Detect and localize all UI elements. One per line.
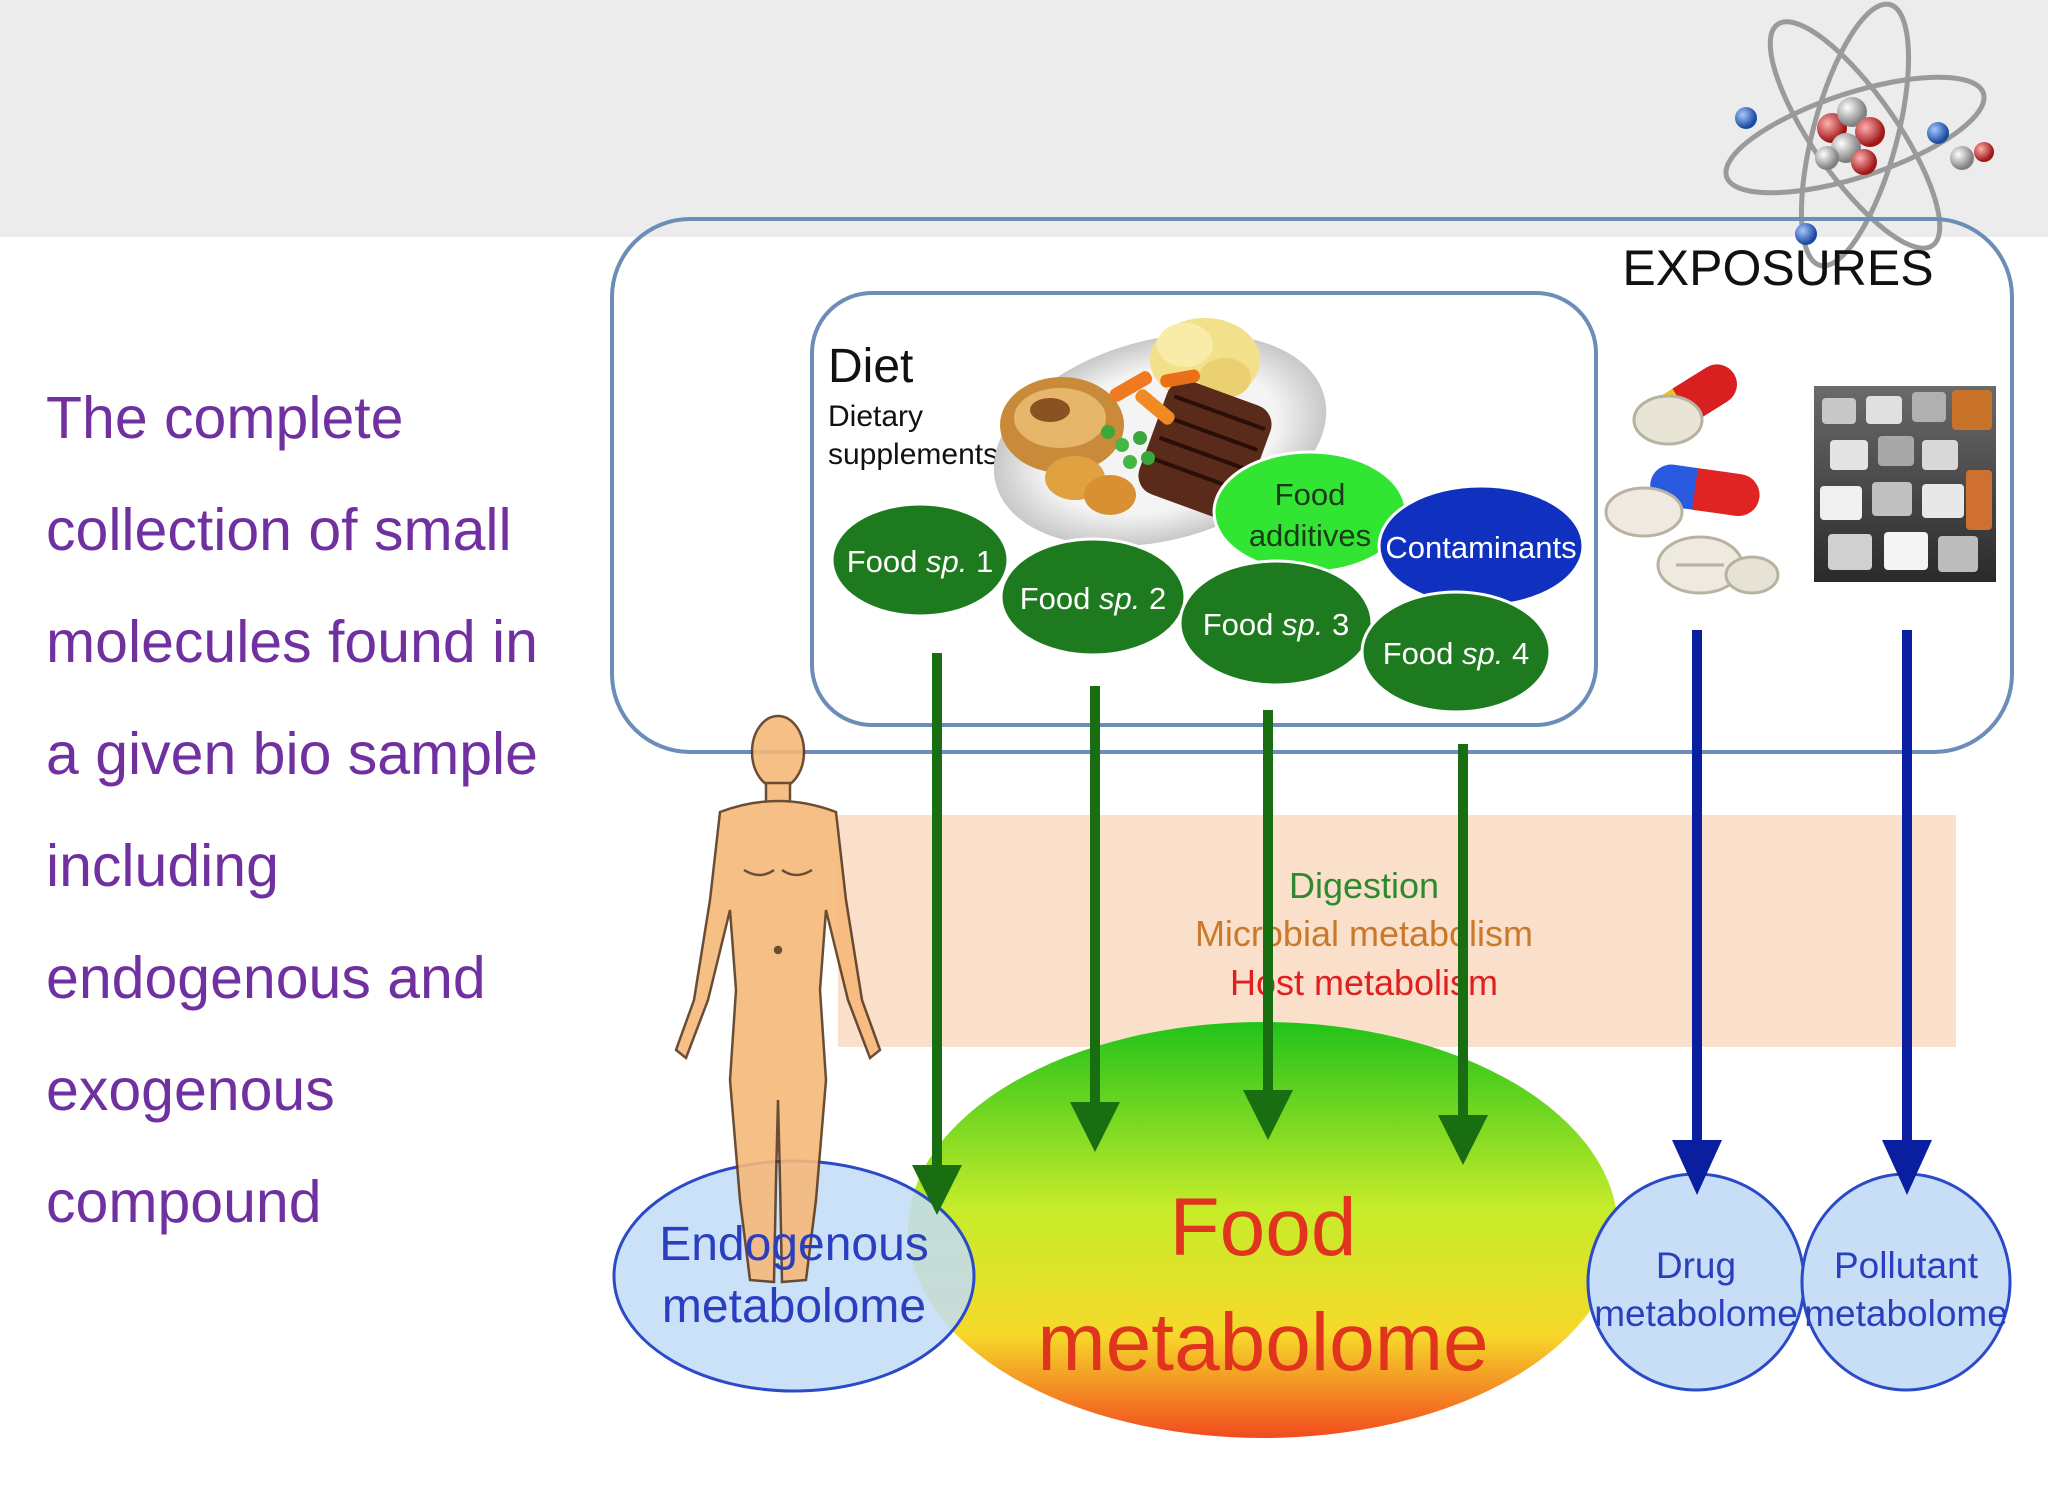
food-sp-2-italic: sp. (1099, 581, 1140, 616)
description-line: molecules found in (46, 609, 538, 675)
arrow-food-sp-3-head (1243, 1090, 1293, 1140)
description-line: compound (46, 1169, 322, 1235)
endogenous-metabolome-line1: Endogenous (659, 1218, 929, 1271)
food-sp-1-bubble (830, 502, 1010, 618)
arrow-pollutants-head (1882, 1140, 1932, 1195)
description-line: collection of small (46, 497, 512, 563)
food-sp-4-label: Food sp. 4 (1383, 636, 1530, 671)
food-sp-4-bubble (1360, 590, 1552, 714)
food-sp-2-suffix: 2 (1140, 581, 1166, 616)
arrow-food-sp-1-head (912, 1165, 962, 1215)
digestion-label: Digestion (1289, 865, 1439, 906)
food-additives-bubble (1212, 450, 1408, 574)
description-line: including (46, 833, 279, 899)
header-band (0, 0, 2048, 237)
food-additives-line2: additives (1249, 518, 1371, 553)
arrow-food-sp-4-head (1438, 1115, 1488, 1165)
diet-arrows (912, 653, 1488, 1215)
drug-metabolome-line1: Drug (1656, 1245, 1736, 1286)
food-additives-line1: Food (1275, 477, 1346, 512)
description-line: a given bio sample (46, 721, 538, 787)
microbial-metabolism-label: Microbial metabolism (1195, 913, 1533, 954)
food-sp-2-label: Food sp. 2 (1020, 581, 1167, 616)
food-sp-1-suffix: 1 (967, 544, 993, 579)
food-sp-2-prefix: Food (1020, 581, 1099, 616)
food-sp-2-bubble (999, 537, 1187, 657)
food-sp-4-italic: sp. (1462, 636, 1503, 671)
dietary-label: Dietary (828, 400, 923, 433)
food-sp-3-prefix: Food (1203, 607, 1282, 642)
food-metabolome-line2: metabolome (1037, 1297, 1488, 1388)
process-band (838, 815, 1956, 1047)
food-sp-3-suffix: 3 (1323, 607, 1349, 642)
food-sp-3-italic: sp. (1282, 607, 1323, 642)
description-line: The complete (46, 385, 404, 451)
exposure-arrows (1672, 630, 1932, 1195)
supplements-label: supplements (828, 438, 998, 471)
atom-icon (1723, 1, 1994, 269)
arrow-food-sp-2-head (1070, 1102, 1120, 1152)
drug-metabolome-line2: metabolome (1594, 1293, 1798, 1334)
food-metabolome-line1: Food (1170, 1182, 1357, 1273)
pollutant-metabolome-line1: Pollutant (1834, 1245, 1979, 1286)
traffic-image (1814, 386, 1996, 582)
food-sp-3-label: Food sp. 3 (1203, 607, 1350, 642)
arrow-drugs-head (1672, 1140, 1722, 1195)
exposures-box (610, 217, 2014, 754)
pills-image (1604, 364, 1780, 595)
food-sp-4-suffix: 4 (1503, 636, 1529, 671)
food-sp-4-prefix: Food (1383, 636, 1462, 671)
food-sp-1-prefix: Food (847, 544, 926, 579)
host-metabolism-label: Host metabolism (1230, 962, 1498, 1003)
food-sp-1-italic: sp. (926, 544, 967, 579)
description-text: The complete collection of small molecul… (46, 362, 606, 1258)
description-line: exogenous (46, 1057, 335, 1123)
food-sp-1-label: Food sp. 1 (847, 544, 994, 579)
human-figure (674, 714, 882, 1284)
exposures-label: EXPOSURES (1622, 240, 1933, 296)
pollutant-metabolome-line2: metabolome (1804, 1293, 2008, 1334)
diet-title: Diet (828, 340, 913, 393)
contaminants-label: Contaminants (1385, 530, 1576, 565)
endogenous-metabolome-line2: metabolome (662, 1280, 926, 1333)
description-line: endogenous and (46, 945, 486, 1011)
